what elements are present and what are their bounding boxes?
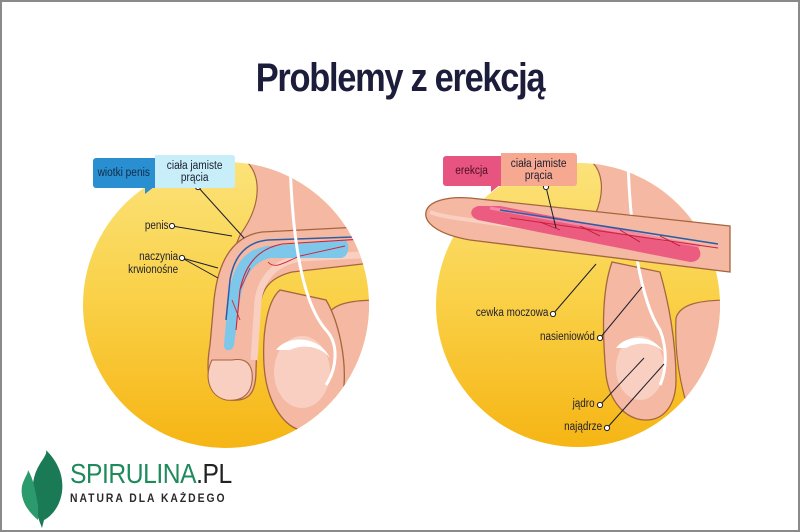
leaf-logo-icon bbox=[21, 450, 63, 528]
tag-erection: erekcja bbox=[443, 156, 501, 186]
label-blood-vessels: naczynia krwionośne bbox=[127, 251, 178, 276]
tag-pointer bbox=[145, 186, 155, 194]
tag-flaccid: wiotki penis bbox=[93, 158, 155, 188]
right-leader-lines bbox=[542, 183, 665, 432]
label-penis: penis bbox=[144, 220, 168, 232]
label-testicle: jądro bbox=[573, 398, 595, 410]
left-circle bbox=[83, 162, 369, 448]
tag-pointer bbox=[491, 184, 501, 192]
brand-tagline: NATURA DLA KAŻDEGO bbox=[70, 493, 227, 505]
tag-corpora-left: ciała jamiste prącia bbox=[155, 155, 235, 188]
label-vas-deferens: nasieniowód bbox=[540, 331, 595, 343]
page-title: Problemy z erekcją bbox=[255, 56, 546, 100]
brand-logo[interactable]: SPIRULINA.PL NATURA DLA KAŻDEGO bbox=[18, 452, 258, 522]
label-epididymis: najądrze bbox=[564, 421, 602, 433]
erect-shaft bbox=[425, 196, 731, 273]
label-urethra: cewka moczowa bbox=[475, 307, 548, 319]
brand-name: SPIRULINA.PL bbox=[70, 458, 232, 489]
tag-corpora-right: ciała jamiste prącia bbox=[501, 153, 577, 186]
